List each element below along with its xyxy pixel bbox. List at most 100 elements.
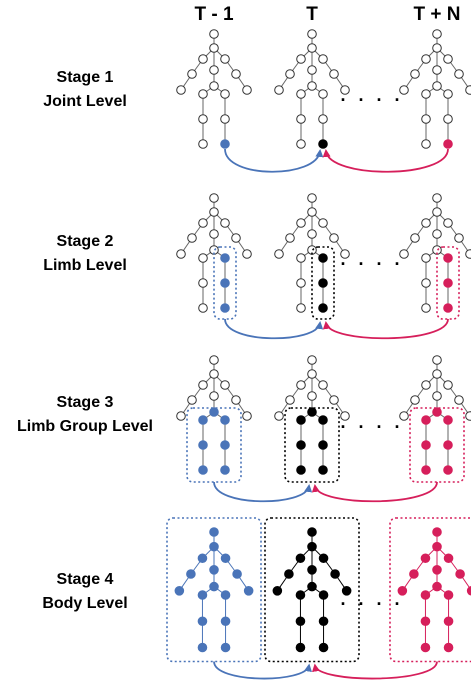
ellipsis-stage-4: . . . . <box>340 589 403 609</box>
stage-1-future-joint-kR <box>443 114 453 124</box>
stage-4-subtitle: Body Level <box>42 595 127 612</box>
stage-3-current-joint-kL <box>296 440 306 450</box>
stage-1-current-joint-aL <box>296 139 306 149</box>
stage-1-future-joint-chest <box>432 65 442 75</box>
stage-2-current-joint-aL <box>296 303 306 313</box>
stage-2-past-joint-wL <box>176 249 186 259</box>
stage-2-past-joint-kL <box>198 278 208 288</box>
stage-1-current-joint-pelv <box>307 81 317 91</box>
stage-3-current-joint-wL <box>274 411 284 421</box>
stage-4-current-joint-aL <box>295 642 306 653</box>
stage-1-current-joint-kR <box>318 114 328 124</box>
stage-1-current-joint-sL <box>296 54 306 64</box>
stage-2-current-joint-hL <box>296 253 306 263</box>
stage-4-past-joint-aR <box>220 642 231 653</box>
stage-1-past-joint-eR <box>231 69 241 79</box>
stage-1-future-joint-wL <box>399 85 409 95</box>
stage-1-future-joint-neck <box>432 43 442 53</box>
stage-3-future-joint-wL <box>399 411 409 421</box>
stage-2-future-joint-eL <box>410 233 420 243</box>
stage-4-future-joint-hL <box>420 590 431 600</box>
stage-2-current-joint-chest <box>307 229 317 239</box>
stage-2-future-joint-kR <box>443 278 453 288</box>
stage-3-current-joint-neck <box>307 369 317 379</box>
stage-1-past-joint-hR <box>220 89 230 99</box>
stage-1-past-joint-eL <box>187 69 197 79</box>
stage-3-past-joint-kR <box>220 440 230 450</box>
stage-4-future-joint-kR <box>443 616 454 627</box>
stage-3-past-joint-eL <box>187 395 197 405</box>
stage-3-future-joint-neck <box>432 369 442 379</box>
stage-2-current-joint-eR <box>329 233 339 243</box>
stage-3-current-joint-hL <box>296 415 306 425</box>
stage-3-current-joint-wR <box>340 411 350 421</box>
stage-3-current-joint-pelv <box>307 407 317 417</box>
stage-3-past-group-box <box>186 407 242 483</box>
stage-1-future-joint-eL <box>410 69 420 79</box>
stage-3-current-joint-kR <box>318 440 328 450</box>
stage-4-past-joint-sR <box>220 553 231 564</box>
stage-2-future-joint-eR <box>454 233 464 243</box>
stage-3-past-joint-kL <box>198 440 208 450</box>
stage-2-past-joint-kR <box>220 278 230 288</box>
stage-4-title: Stage 4 <box>57 571 114 588</box>
stage-4-future-joint-aR <box>443 642 454 653</box>
stage-1-current-joint-eL <box>285 69 295 79</box>
stage-1-future-joint-kL <box>421 114 431 124</box>
stage-3-future-joint-hL <box>421 415 431 425</box>
stage-2-current-joint-hR <box>318 253 328 263</box>
stage-4-current-joint-chest <box>307 565 317 575</box>
stage-3-past-joint-aR <box>220 465 230 475</box>
stage-1-current-joint-sR <box>318 54 328 64</box>
stage-3-current-joint-sR <box>318 380 328 390</box>
stage-2-past-joint-neck <box>209 207 219 217</box>
stage-4-future-joint-head <box>432 527 442 537</box>
stage-2-future-joint-head <box>432 193 442 203</box>
stage-4-past-joint-head <box>209 527 219 537</box>
stage-3-past-joint-eR <box>231 395 241 405</box>
stage-1-current-joint-eR <box>329 69 339 79</box>
stage-1-past-joint-kL <box>198 114 208 124</box>
ellipsis-stage-1: . . . . <box>340 85 403 105</box>
stage-2-past-joint-aR <box>220 303 230 313</box>
stage-2-future-joint-sL <box>421 218 431 228</box>
stage-4-current-joint-pelv <box>307 581 317 592</box>
stage-2-past-joint-hR <box>220 253 230 263</box>
stage-4-future-joint-sL <box>420 553 431 564</box>
stage-2-past-joint-eL <box>187 233 197 243</box>
stage-1-arrow-from-future <box>322 148 449 173</box>
stage-1-current-joint-hL <box>296 89 306 99</box>
stage-4-past-group-box <box>166 517 262 663</box>
stage-2-past-joint-aL <box>198 303 208 313</box>
stage-4-future-joint-pelv <box>432 581 442 592</box>
stage-4-current-joint-aR <box>318 642 329 653</box>
stage-3-future-joint-hR <box>443 415 453 425</box>
stage-1-past-joint-pelv <box>209 81 219 91</box>
stage-4-current-joint-sR <box>318 553 329 564</box>
stage-2-current-joint-head <box>307 193 317 203</box>
stage-2-future-joint-kL <box>421 278 431 288</box>
stage-3-past-joint-wR <box>242 411 252 421</box>
stage-2-current-joint-sL <box>296 218 306 228</box>
stage-3-past-joint-pelv <box>209 407 219 417</box>
stage-2-current-joint-wR <box>340 249 350 259</box>
stage-2-past-joint-hL <box>198 253 208 263</box>
ellipsis-stage-2: . . . . <box>340 249 403 269</box>
stage-3-future-joint-kR <box>443 440 453 450</box>
stage-3-past-joint-hL <box>198 415 208 425</box>
stage-4-past-joint-neck <box>209 541 219 552</box>
stage-4-past-joint-wR <box>243 586 254 596</box>
stage-2-past-joint-sR <box>220 218 230 228</box>
stage-2-current-joint-kL <box>296 278 306 288</box>
stage-3-past-joint-sR <box>220 380 230 390</box>
stage-4-current-joint-eR <box>330 569 340 579</box>
column-label-t-plus-n: T + N <box>414 4 461 25</box>
stage-2-future-joint-hR <box>443 253 453 263</box>
stage-4-arrow-from-future <box>312 661 438 680</box>
column-label-t-minus-1: T - 1 <box>194 4 233 25</box>
stage-1-past-joint-wL <box>176 85 186 95</box>
stage-2-past-joint-sL <box>198 218 208 228</box>
stage-4-current-joint-wR <box>341 586 352 596</box>
stage-3-current-joint-eL <box>285 395 295 405</box>
